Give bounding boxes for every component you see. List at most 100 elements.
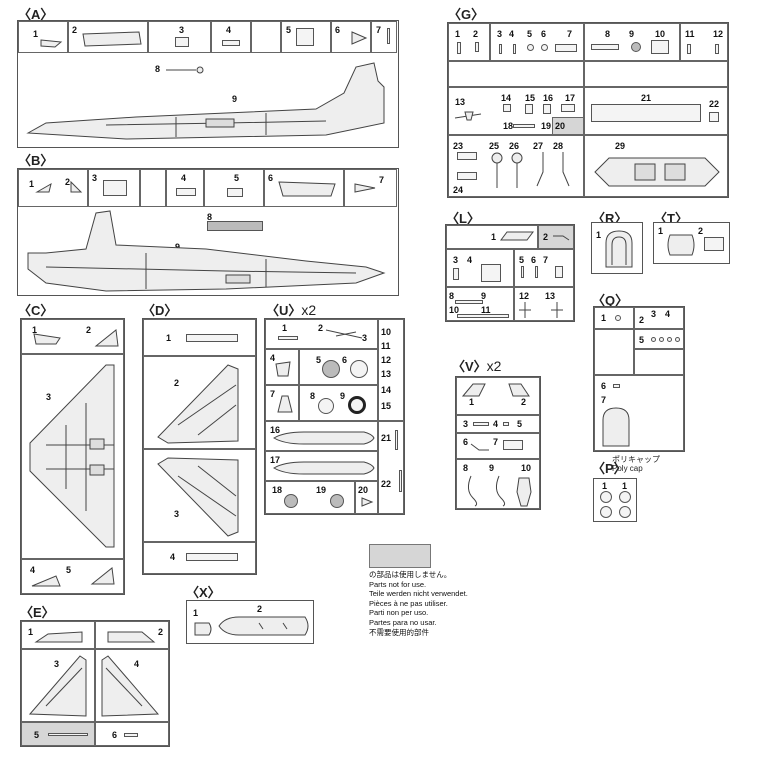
part-shape [613,384,620,388]
part-number: 3 [174,509,180,519]
part-shape [186,553,238,561]
part-number: 25 [489,141,500,151]
part-shape [499,44,502,54]
part-number: 17 [270,455,281,465]
part-number: 22 [709,99,720,109]
part-shape [500,231,534,241]
part-shape [175,37,189,47]
fuselage-half-shape [26,62,385,140]
part-number: 5 [527,29,533,39]
part-shape [40,39,63,48]
part-number: 1 [282,323,288,333]
part-number: 8 [310,391,316,401]
part-number: 4 [170,552,176,562]
poly-cap-label: ポリキャップ Poly cap [612,455,660,473]
part-number: 22 [381,479,392,489]
part-number: 2 [639,315,645,325]
part-number: 5 [34,730,40,740]
part-number: 1 [602,481,608,491]
sprue-p-title: 〈P〉 [592,461,627,476]
part-cell: 1 2 [18,169,88,207]
part-number: 4 [226,25,232,35]
part-number: 4 [493,419,499,429]
part-cell: 5 [204,169,264,207]
part-number: 27 [533,141,544,151]
part-cell: 12 13 [514,287,574,321]
empty-cell [251,21,281,53]
part-number: 4 [509,29,515,39]
sprue-a-title: 〈A〉 [18,7,54,22]
tire-shape [348,396,366,414]
legend-line: 不需要使用的部件 [369,627,429,637]
legend-line: Pièces à ne pas utiliser. [369,598,448,608]
sprue-multiplier: x2 [486,358,502,374]
part-shape [457,172,477,180]
part-shape [70,180,83,193]
part-shape [525,104,533,114]
part-number: 7 [270,389,276,399]
sprue-t: 1 2 [653,222,730,264]
part-cell: 1 2 [456,377,540,415]
part-number: 2 [174,378,180,388]
part-number: 3 [362,333,368,343]
wheel-shape [284,494,298,508]
part-shape [675,337,680,342]
part-number: 1 [29,179,35,189]
part-number: 13 [455,97,466,107]
sprue-l-title: 〈L〉 [446,211,480,226]
sprue-q: 1 2 3 4 5 6 7 [593,306,685,452]
part-shape [555,44,577,52]
part-shape [94,329,119,347]
part-number: 1 [193,608,199,618]
part-cell: 1 2 3 [265,319,378,349]
part-cell: 21 22 [584,87,728,135]
part-cell: 11 12 [680,23,728,61]
part-shape [508,383,530,397]
part-number: 6 [335,25,341,35]
part-number: 2 [86,325,92,335]
part-cell: 6 [264,169,344,207]
sprue-e-title: 〈E〉 [20,605,55,620]
part-shape [275,361,291,377]
part-number: 2 [473,29,479,39]
part-number: 7 [376,25,382,35]
part-cell: 8 9 10 [456,459,540,509]
sprue-letter: 〈V〉 [452,359,487,374]
part-shape [659,337,664,342]
part-number: 8 [155,64,161,74]
part-number: 2 [257,604,263,614]
part-number: 6 [463,437,469,447]
part-cell: 1 [21,621,95,649]
fuselage-half-shape [27,210,386,292]
part-shape [555,266,563,278]
fuel-tank-shape [273,431,375,445]
part-shape [351,31,368,45]
part-number: 3 [46,392,52,402]
part-number: 11 [481,305,491,315]
wing-shape [29,364,115,548]
wing-part-shape [157,364,239,444]
legend-line: Parts not for use. [369,579,427,589]
stabilizer-shape [28,655,87,717]
part-shape [395,430,398,450]
unused-parts-swatch [369,544,431,568]
part-cell: 2 [68,21,148,53]
unused-part-cell: 5 [21,722,95,746]
part-number: 1 [455,29,461,39]
legend-line: Teile werden nicht verwendet. [369,589,468,599]
part-shape [513,44,516,54]
sprue-c: 1 2 3 4 5 [20,318,125,595]
part-number: 5 [639,335,645,345]
part-cell: 21 22 [378,421,404,514]
part-shape [687,44,691,54]
part-shape [176,188,196,196]
sprue-d-title: 〈D〉 [142,303,178,318]
empty-cell [448,61,584,87]
sprue-r: 1 [591,222,643,274]
legend-line: Parti non per uso. [369,608,429,618]
part-shape [103,180,127,196]
part-number: 1 [28,627,34,637]
part-number: 4 [30,565,36,575]
part-number: 1 [469,397,475,407]
part-number: 14 [381,385,392,395]
